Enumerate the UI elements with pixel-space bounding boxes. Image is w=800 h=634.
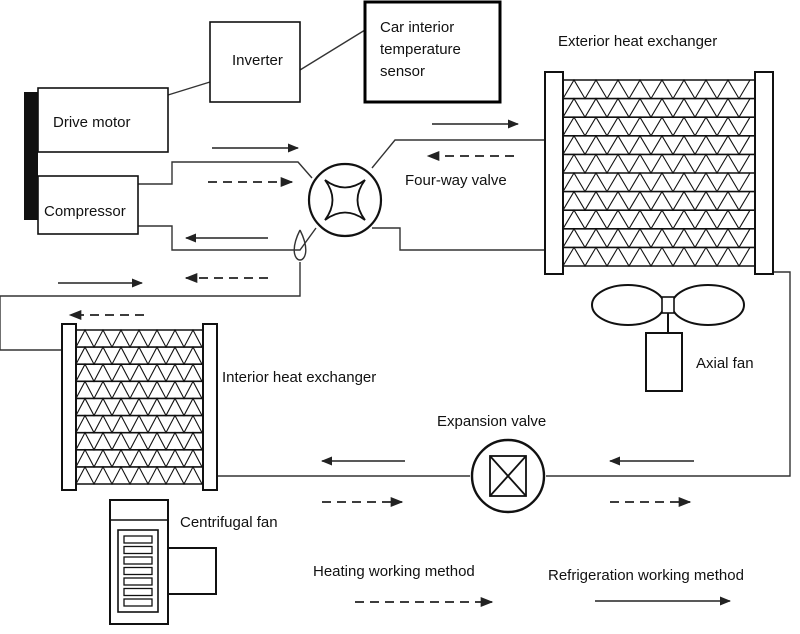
sensor-label-line1: Car interior xyxy=(380,19,454,36)
exterior-hx-label: Exterior heat exchanger xyxy=(558,33,717,50)
compressor-box xyxy=(37,175,139,235)
interior-hx-label: Interior heat exchanger xyxy=(222,369,376,386)
expansion-valve-label: Expansion valve xyxy=(437,413,546,430)
inverter-box xyxy=(209,21,301,103)
sensor-label-line3: sensor xyxy=(380,63,425,80)
centrifugal-fan xyxy=(109,499,217,625)
exterior-heat-exchanger xyxy=(544,71,774,275)
drive-motor-label: Drive motor xyxy=(53,114,131,131)
temperature-sensor-box xyxy=(363,0,502,104)
four-way-valve-label: Four-way valve xyxy=(405,172,507,189)
expansion-valve xyxy=(470,438,546,514)
drive-motor-compressor-unit: Drive motor Compressor xyxy=(24,87,169,235)
legend-refrigeration-label: Refrigeration working method xyxy=(548,567,744,584)
interior-heat-exchanger xyxy=(61,323,218,491)
axial-fan-label: Axial fan xyxy=(696,355,754,372)
sensor-label-line2: temperature xyxy=(380,41,461,58)
four-way-valve xyxy=(307,162,383,238)
centrifugal-fan-label: Centrifugal fan xyxy=(180,514,278,531)
legend-heating-label: Heating working method xyxy=(313,563,475,580)
drive-motor-box xyxy=(37,87,169,153)
inverter-label: Inverter xyxy=(232,52,283,69)
compressor-label: Compressor xyxy=(44,203,126,220)
refrigerant-pipes xyxy=(0,29,791,477)
axial-fan xyxy=(591,284,745,392)
